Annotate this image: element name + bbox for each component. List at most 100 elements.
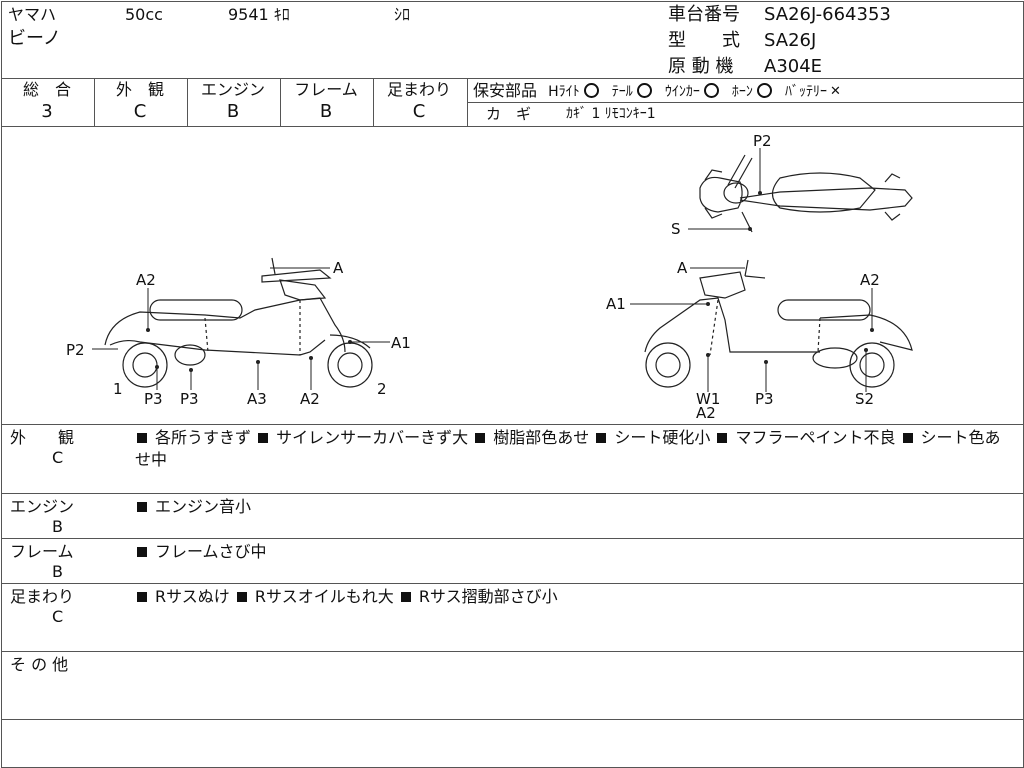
grade-value-suspension: C [412,101,426,122]
diagram-label: P3 [755,390,774,408]
ok-circle-icon [756,83,772,98]
diagram-label: A [333,259,344,277]
remark-item: シート色あせ中 [135,428,1001,469]
key-value: ｶｷﾞ 1 ﾘﾓｺﾝｷｰ1 [566,106,656,122]
diagram-label: A1 [606,295,626,313]
section-title-text: そ の 他 [10,655,69,674]
bullet-icon [717,433,728,443]
grid-line [1,78,1023,79]
grid-line [1,583,1023,584]
scooter-top-view-icon [699,154,913,233]
frame-no-label: 車台番号 [668,4,740,25]
grade-label-exterior: 外 観 [115,80,164,99]
section-title-text: 外 観 [10,428,75,447]
scooter-left-view-icon [104,257,373,388]
grid-line [373,78,374,126]
maker: ヤマハ [8,5,57,24]
grid-line [94,78,95,126]
type-value: SA26J [764,30,817,51]
grade-value-overall: 3 [41,101,53,122]
section-grade: B [52,562,63,581]
section-title-frame: フレーム B [10,542,110,582]
diagram-label: W1 [696,390,720,408]
section-title-suspension: 足まわり C [10,587,110,627]
diagram-label: A2 [696,404,716,422]
model-name: ビーノ [8,28,61,49]
remark-item: 各所うすきず [155,428,252,447]
grade-value-exterior: C [133,101,147,122]
diagram-label: P2 [753,132,772,150]
bullet-icon [137,502,147,512]
bullet-icon [400,592,411,602]
diagram-label: P3 [144,390,163,408]
engine-label: 原 動 機 [668,56,734,77]
remark-item: サイレンサーカバーきず大 [276,428,469,447]
grid-line [1,126,1023,127]
safety-item-winker: ｳｲﾝｶｰ [664,84,700,100]
type-label: 型 式 [668,30,740,51]
diagram-label: A2 [860,271,880,289]
grade-label-frame: フレーム [294,80,358,99]
displacement: 50cc [125,5,163,24]
section-grade: B [52,517,63,536]
diagram-label: 1 [113,380,123,398]
ok-circle-icon [583,83,599,98]
section-grade: C [52,448,64,467]
remark-item: Rサスぬけ [155,587,230,606]
diagram-label: P3 [180,390,199,408]
diagram-label: A2 [300,390,320,408]
section-body-suspension: Rサスぬけ Rサスオイルもれ大 Rサス摺動部さび小 [135,586,1005,608]
ok-circle-icon [703,83,719,98]
section-title-engine: エンジン B [10,497,110,537]
grade-label-engine: エンジン [200,80,265,99]
grid-line [1,493,1023,494]
section-title-other: そ の 他 [10,655,110,675]
grade-value-engine: B [226,101,240,122]
color: ｼﾛ [394,5,411,24]
grid-line [467,78,468,126]
section-grade: C [52,607,64,626]
grid-line [1,424,1023,425]
diagram-label: 2 [377,380,387,398]
grid-line [467,102,1023,103]
bullet-icon [236,592,247,602]
diagram-label: A1 [391,334,411,352]
safety-item-tail: ﾃｰﾙ [611,84,633,100]
key-label: カ ギ [486,105,532,123]
remark-item: シート硬化小 [614,428,711,447]
bullet-icon [902,433,913,443]
diagram-label: A2 [136,271,156,289]
safety-parts: 保安部品 Hﾗｲﾄ ﾃｰﾙ ｳｲﾝｶｰ ﾎｰﾝ ﾊﾞｯﾃﾘｰ✕ [473,81,845,102]
bullet-icon [258,433,269,443]
bullet-icon [596,433,607,443]
section-body-frame: フレームさび中 [135,541,1005,563]
remark-item: マフラーペイント不良 [735,428,896,447]
bullet-icon [137,433,147,443]
remark-item: 樹脂部色あせ [493,428,590,447]
section-title-text: フレーム [10,542,74,561]
frame-no: SA26J-664353 [764,4,891,25]
safety-item-battery: ﾊﾞｯﾃﾘｰ [785,84,828,100]
safety-item-horn: ﾎｰﾝ [731,84,753,100]
scooter-right-view-icon [644,259,913,388]
section-title-text: 足まわり [10,587,75,606]
grid-line [187,78,188,126]
remark-item: フレームさび中 [155,542,267,561]
section-body-exterior: 各所うすきず サイレンサーカバーきず大 樹脂部色あせ シート硬化小 マフラーペイ… [135,427,1005,471]
safety-item-headlight: Hﾗｲﾄ [548,84,580,100]
diagram-label: P2 [66,341,85,359]
safety-label: 保安部品 [473,81,538,100]
ng-cross-icon: ✕ [830,83,841,99]
grade-label-suspension: 足まわり [386,80,451,99]
bullet-icon [137,547,147,557]
section-body-engine: エンジン音小 [135,496,1005,518]
bullet-icon [137,592,147,602]
diagram-label: S2 [855,390,874,408]
mileage: 9541 ｷﾛ [228,5,290,24]
grid-line [280,78,281,126]
grid-line [1,538,1023,539]
diagram-label: A3 [247,390,267,408]
grid-line [1,651,1023,652]
